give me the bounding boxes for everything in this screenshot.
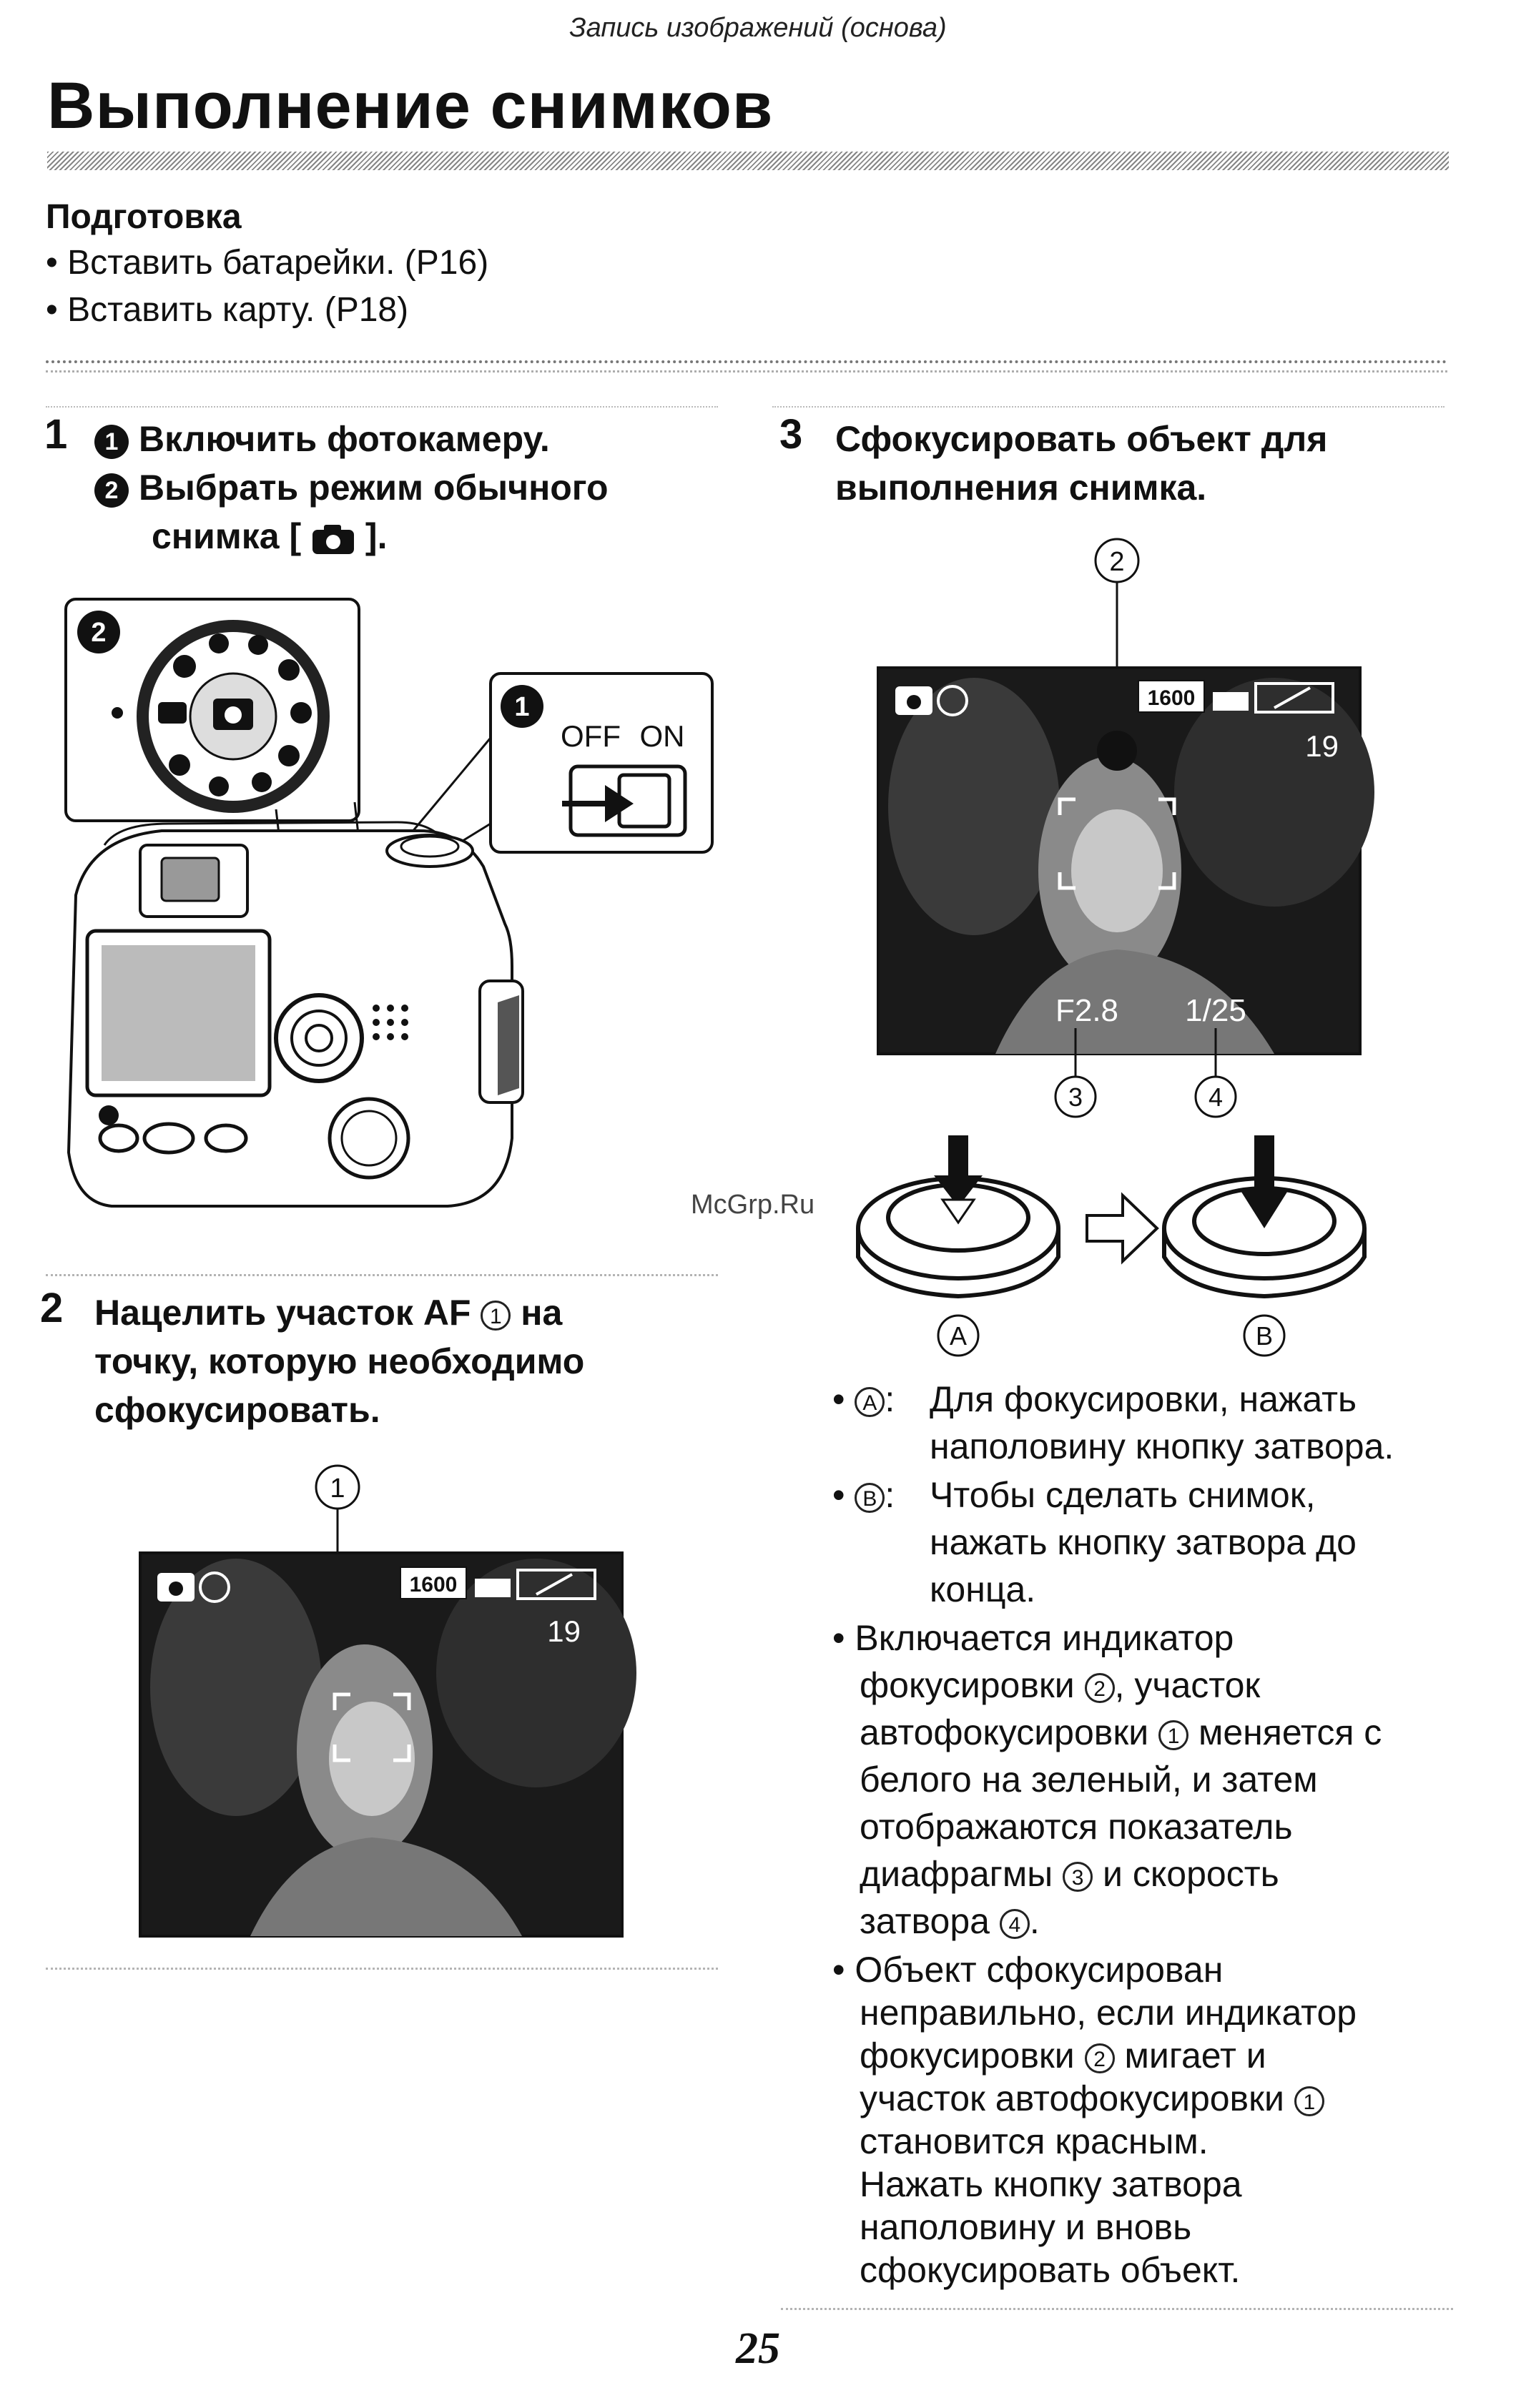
step2-line1b: на: [521, 1293, 563, 1333]
step2-line3: сфокусировать.: [94, 1390, 380, 1430]
note-b-line2: нажать кнопку затвора до: [930, 1522, 1357, 1562]
note-p1-line7a: затвора: [860, 1901, 990, 1941]
note-p1-line3: автофокусировки 1 меняется с: [860, 1709, 1382, 1756]
ref-b: B: [855, 1482, 885, 1513]
note-p1-line6a: диафрагмы: [860, 1854, 1053, 1894]
step1-line1-text: Включить фотокамеру.: [139, 419, 550, 459]
shot-count: 19: [1305, 729, 1339, 763]
step2-line1a: Нацелить участок AF: [94, 1293, 471, 1333]
note-a-text1: Для фокусировки, нажать: [930, 1379, 1357, 1419]
callout-2-marker: [77, 611, 120, 653]
iso-label: 1600: [410, 1573, 458, 1597]
note-p2-line3: фокусировки 2 мигает и: [860, 2032, 1266, 2079]
section-divider-2: [46, 370, 1447, 372]
step1-line2-text: Выбрать режим обычного: [139, 468, 609, 508]
note-p1-line3a: автофокусировки: [860, 1712, 1149, 1752]
note-p1-line6b: и скорость: [1103, 1854, 1279, 1894]
preparation-heading: Подготовка: [46, 198, 242, 236]
step3-top-rule: [772, 406, 1444, 408]
note-p1-line7: затвора 4.: [860, 1898, 1040, 1945]
preparation-item-batteries: • Вставить батарейки. (P16): [46, 244, 489, 282]
iso-label: 1600: [1148, 686, 1196, 710]
note-p1-line5: отображаются показатель: [860, 1807, 1293, 1847]
note-p2-line6: Нажать кнопку затвора: [860, 2164, 1242, 2204]
step2-divider: [46, 1274, 718, 1276]
step2-bottom-divider: [46, 1968, 718, 1970]
running-header: Запись изображений (основа): [569, 13, 947, 43]
step1-line3b: ].: [365, 516, 388, 556]
callout-1-marker: [501, 685, 543, 728]
note-a-line2: наполовину кнопку затвора.: [930, 1426, 1394, 1466]
ref-2: 2: [1084, 1672, 1115, 1703]
step3-line1: Сфокусировать объект для: [835, 419, 1328, 459]
step2-number: 2: [40, 1285, 64, 1331]
note-p1-line6: диафрагмы 3 и скорость: [860, 1850, 1279, 1898]
step1-line3: снимка [ ].: [152, 512, 387, 561]
note-p1-line2b: , участок: [1114, 1665, 1261, 1705]
ref-2: 2: [1084, 2043, 1115, 2073]
camera-mode-icon: [312, 524, 355, 554]
step1-line3a: снимка [: [152, 516, 302, 556]
note-p1-line2: фокусировки 2, участок: [860, 1662, 1260, 1709]
title-hatch-divider: [47, 152, 1449, 170]
ref-1: 1: [1158, 1719, 1189, 1750]
aperture-callout-label: 3: [1068, 1082, 1083, 1112]
shutter-callout-label: 4: [1209, 1082, 1223, 1112]
note-a-line1: • A: Для фокусировки, нажать: [832, 1376, 1357, 1423]
watermark: McGrp.Ru: [691, 1190, 815, 1220]
note-p2-line2: неправильно, если индикатор: [860, 1993, 1357, 2033]
callout-2-label: 2: [91, 618, 106, 648]
ref-1: 1: [481, 1300, 511, 1331]
step3-line2: выполнения снимка.: [835, 468, 1207, 508]
step1-top-rule: [46, 406, 718, 408]
note-p2-line3b: мигает и: [1124, 2036, 1266, 2076]
note-b-text1: Чтобы сделать снимок,: [930, 1475, 1316, 1515]
aperture-value: F2.8: [1055, 993, 1118, 1028]
note-p2-line4a: участок автофокусировки: [860, 2078, 1284, 2118]
shot-count: 19: [547, 1614, 581, 1648]
callout-1-label: 1: [514, 692, 529, 722]
button-b-label: B: [1256, 1321, 1273, 1351]
note-p2-line1: • Объект сфокусирован: [832, 1950, 1224, 1990]
ref-3: 3: [1063, 1861, 1093, 1892]
note-p2-line8: сфокусировать объект.: [860, 2250, 1241, 2290]
note-b-line1: • B: Чтобы сделать снимок,: [832, 1471, 1315, 1519]
step2-line2: точку, которую необходимо: [94, 1341, 585, 1381]
shutter-value: 1/25: [1185, 993, 1246, 1028]
step2-line1: Нацелить участок AF 1 на: [94, 1288, 562, 1337]
preparation-item-card: • Вставить карту. (P18): [46, 291, 409, 329]
button-a-label: A: [950, 1321, 967, 1351]
step3-bottom-divider: [781, 2308, 1453, 2310]
step3-number: 3: [779, 411, 803, 458]
note-p1-line3b: меняется с: [1198, 1712, 1382, 1752]
switch-on-label: ON: [640, 719, 685, 753]
note-p1-line7b: .: [1029, 1901, 1040, 1941]
note-p2-line3a: фокусировки: [860, 2036, 1075, 2076]
lcd-screen-step3: 2 1600 19 F2.8 1/25 3 4: [877, 538, 1374, 1118]
step1-line2: 2 Выбрать режим обычного: [94, 463, 609, 512]
ref-1: 1: [1294, 2086, 1324, 2116]
note-p1-line1: • Включается индикатор: [832, 1618, 1234, 1658]
note-p1-line4: белого на зеленый, и затем: [860, 1760, 1318, 1800]
marker-2: 2: [94, 473, 129, 508]
note-p2-line4: участок автофокусировки 1: [860, 2075, 1324, 2122]
page-number: 25: [736, 2324, 780, 2373]
step1-line1: 1 Включить фотокамеру.: [94, 415, 550, 463]
shutter-button-illustration: A B: [856, 1135, 1367, 1357]
camera-illustration: 2 1 OFF ON: [64, 598, 714, 1208]
ref-4: 4: [999, 1908, 1030, 1939]
note-p2-line5: становится красным.: [860, 2121, 1209, 2161]
note-p2-line7: наполовину и вновь: [860, 2207, 1192, 2247]
step1-number: 1: [44, 411, 68, 458]
af-area-callout-label: 1: [330, 1474, 345, 1504]
section-divider: [46, 360, 1447, 363]
note-p1-line2a: фокусировки: [860, 1665, 1075, 1705]
lcd-screen-step2: 1 1600 19: [139, 1464, 636, 1938]
switch-off-label: OFF: [561, 719, 621, 753]
note-b-line3: конца.: [930, 1569, 1036, 1609]
marker-1: 1: [94, 424, 129, 459]
ref-a: A: [855, 1386, 885, 1417]
focus-indicator-callout-label: 2: [1109, 547, 1124, 577]
page-title: Выполнение снимков: [47, 69, 774, 142]
